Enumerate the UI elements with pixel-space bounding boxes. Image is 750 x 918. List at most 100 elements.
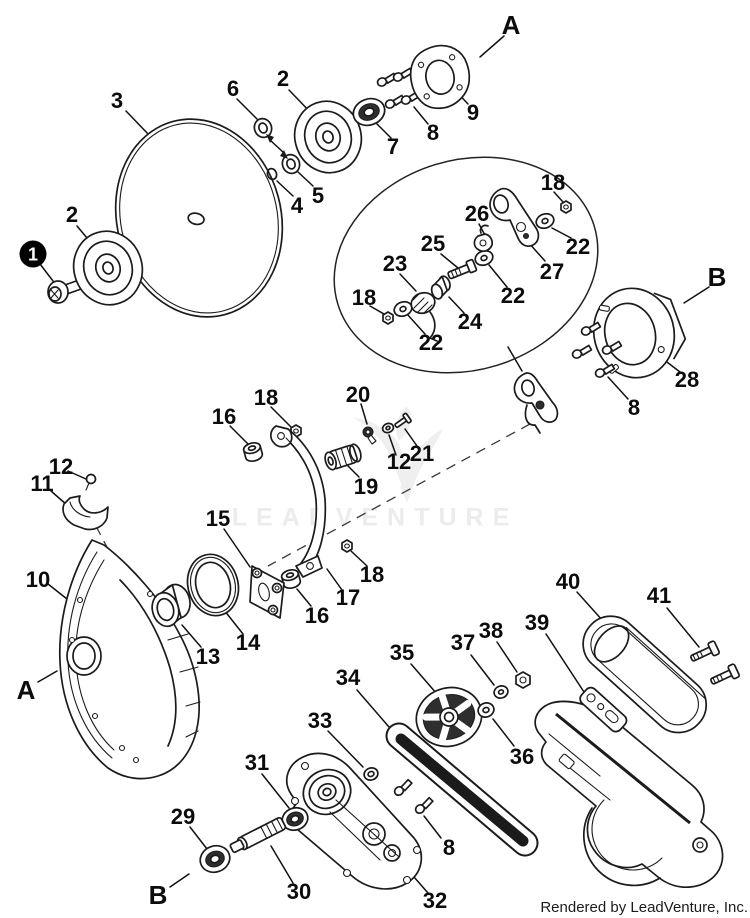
ring-part-6 — [253, 117, 273, 139]
nut-part-38 — [515, 671, 531, 689]
callout-8: 8 — [627, 395, 641, 420]
lower-guard — [534, 700, 724, 889]
bushing-part-13 — [151, 583, 191, 628]
clip-part-11 — [62, 495, 109, 531]
callout-24: 24 — [457, 309, 483, 334]
callout-18: 18 — [253, 385, 279, 410]
detail-balloon — [333, 156, 599, 374]
washer-part-36 — [477, 702, 495, 718]
callout-2: 2 — [276, 66, 290, 91]
watermark-text: LEADVENTURE — [231, 503, 519, 532]
callout-8: 8 — [442, 835, 456, 860]
callout-6: 6 — [226, 76, 240, 101]
callout-1: 1 — [19, 240, 47, 268]
ring-part-4 — [266, 167, 278, 181]
callout-7: 7 — [386, 134, 400, 159]
callout-5: 5 — [311, 183, 325, 208]
roller-part-19 — [324, 443, 362, 471]
callout-18: 18 — [359, 562, 385, 587]
belt-cover-part-40 — [582, 615, 708, 734]
idler-bracket-assembled — [513, 372, 559, 434]
chaincase-part-32 — [286, 752, 423, 890]
callout-22: 22 — [418, 330, 444, 355]
pin-part-25 — [447, 258, 478, 280]
callout-34: 34 — [335, 665, 361, 690]
curved-arm-part-17 — [270, 425, 327, 578]
shaft-part-30 — [229, 816, 287, 854]
callout-4: 4 — [290, 193, 304, 218]
nut-part-18-balloon-left — [382, 311, 394, 325]
housing-part-10 — [58, 539, 201, 780]
callout-17: 17 — [335, 585, 361, 610]
callout-36: 36 — [509, 744, 535, 769]
pulley-part-2-top — [293, 100, 363, 174]
callout-30: 30 — [286, 879, 312, 904]
callout-35: 35 — [389, 640, 415, 665]
callout-10: 10 — [25, 567, 51, 592]
callout-37: 37 — [450, 630, 476, 655]
washer-part-37 — [493, 685, 509, 699]
callout-33: 33 — [307, 708, 333, 733]
callout-29: 29 — [170, 804, 196, 829]
callout-14: 14 — [235, 630, 261, 655]
cam-bracket-part-27 — [489, 187, 540, 248]
belt-part-34 — [385, 722, 539, 857]
callout-41: 41 — [646, 583, 672, 608]
callout-18: 18 — [540, 170, 566, 195]
callout-16: 16 — [211, 404, 237, 429]
washer-part-12-mid — [381, 422, 395, 434]
bracket-part-39 — [579, 686, 628, 733]
callout-12: 12 — [386, 449, 412, 474]
screws-part-8-bottom — [393, 778, 434, 815]
nut-part-18-balloon-right — [560, 200, 572, 214]
callout-21: 21 — [409, 441, 435, 466]
screws-part-8-top — [376, 67, 422, 109]
nut-part-18-arm-mid — [341, 539, 353, 553]
spring-part-23 — [410, 291, 438, 342]
swap-arrow — [266, 134, 288, 159]
callout-11: 11 — [30, 471, 54, 496]
callout-31: 31 — [244, 750, 270, 775]
callout-19: 19 — [353, 474, 379, 499]
callout-18: 18 — [351, 285, 377, 310]
callout-27: 27 — [539, 259, 565, 284]
callout-28: 28 — [674, 367, 700, 392]
callout-13: 13 — [195, 644, 221, 669]
washer-part-33 — [363, 767, 379, 781]
callout-32: 32 — [422, 888, 448, 913]
callout-40: 40 — [555, 569, 581, 594]
seal-ring-part-14 — [186, 553, 240, 617]
callout-A: A — [501, 10, 521, 40]
bearing-part-29 — [199, 844, 231, 874]
screw-part-20 — [362, 426, 377, 445]
mount-plate-part-9 — [409, 44, 471, 110]
screw-part-21 — [394, 412, 412, 429]
bushing-part-24 — [430, 275, 451, 300]
callout-A: A — [16, 675, 36, 705]
anchor-plate-part-15 — [249, 565, 285, 619]
callout-22: 22 — [565, 234, 591, 259]
spacer-part-16-top — [242, 441, 264, 463]
callout-22: 22 — [500, 283, 526, 308]
bearing-part-7 — [352, 97, 386, 127]
callout-B: B — [707, 262, 727, 292]
callout-B: B — [148, 880, 168, 910]
screw-part-12-left — [85, 473, 97, 491]
callout-20: 20 — [345, 382, 371, 407]
render-credit: Rendered by LeadVenture, Inc. — [540, 899, 748, 916]
callout-3: 3 — [110, 88, 124, 113]
ring-cover-part-28 — [592, 287, 687, 379]
ring-part-5 — [281, 153, 301, 175]
callout-38: 38 — [478, 618, 504, 643]
callout-16: 16 — [304, 603, 330, 628]
screws-part-8-right — [571, 321, 623, 378]
bolts-part-41 — [690, 640, 741, 685]
callout-26: 26 — [464, 201, 490, 226]
callout-12: 12 — [48, 454, 74, 479]
washer-part-22-balloon-right — [535, 212, 555, 230]
pulley-part-2-left — [72, 230, 144, 306]
spacer-part-16-bottom — [280, 568, 302, 590]
